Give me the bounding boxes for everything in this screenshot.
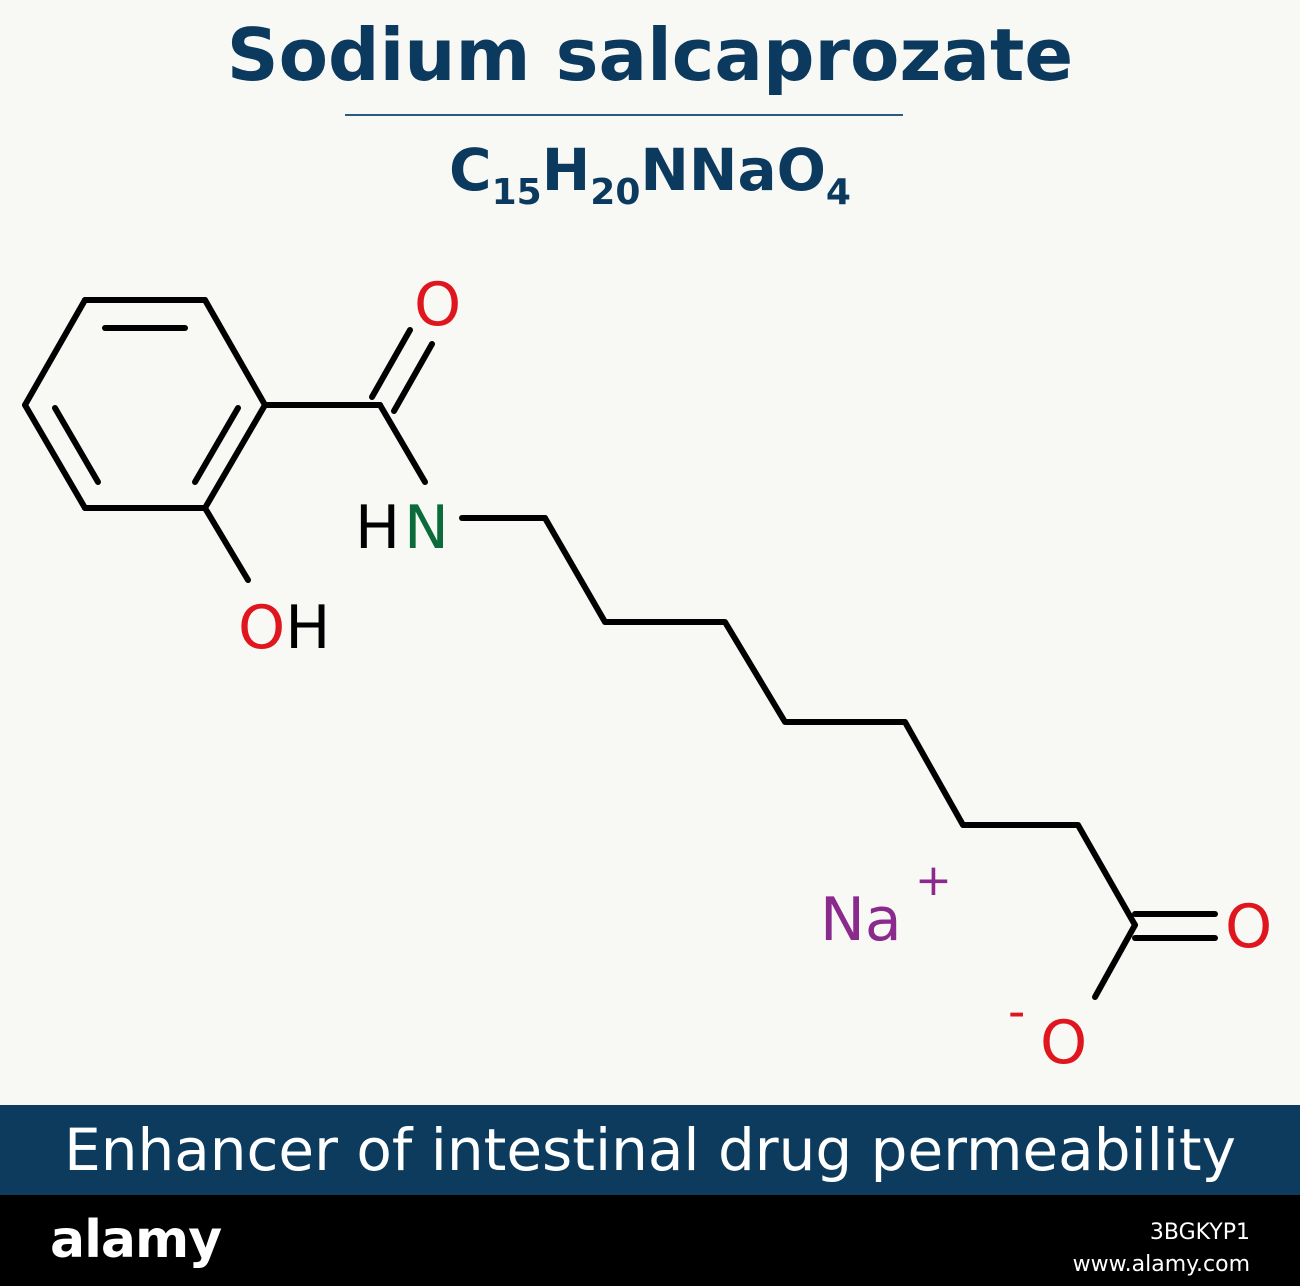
sodium-charge: + — [915, 855, 952, 906]
atom-hydroxyl-oxygen: O — [238, 593, 285, 663]
atom-hydroxyl-label: OH — [238, 593, 330, 663]
image-id: 3BGKYP1 — [1149, 1220, 1250, 1245]
caption-bar — [0, 1105, 1300, 1195]
atom-amide-nitrogen: N — [404, 493, 449, 563]
formula-o-count: 4 — [825, 172, 851, 213]
bond-carbonyl-double-a — [369, 327, 413, 400]
bond-alkyl-chain — [542, 515, 1138, 928]
formula-c-count: 15 — [491, 172, 542, 213]
bond-carbonyl-n — [377, 402, 428, 485]
bond-ring-double-3 — [52, 405, 101, 485]
structure-diagram: O H N OH Na + O - O — [22, 270, 1272, 1078]
atom-sodium: Na — [820, 885, 902, 955]
bond-carboxylate-o — [1092, 922, 1138, 1000]
caption: Enhancer of intestinal drug permeability — [64, 1116, 1236, 1184]
formula-c: C — [449, 136, 492, 204]
bond-ring-double-2 — [192, 405, 241, 485]
bond-ring-6 — [22, 297, 88, 408]
molecular-formula: C15H20NNaO4 — [0, 130, 1300, 213]
bond-ring-5 — [22, 402, 88, 511]
atom-amide-hydrogen: H — [355, 493, 400, 563]
bond-carbonyl-double-b — [391, 341, 435, 414]
formula-nnao: NNaO — [640, 136, 826, 204]
bond-ring-3 — [202, 402, 268, 511]
atom-carboxylate-oxygen: O — [1040, 1008, 1087, 1078]
atom-carboxyl-oxygen: O — [1225, 892, 1272, 962]
footer-bar — [0, 1195, 1300, 1286]
site-url: www.alamy.com — [1072, 1252, 1250, 1277]
carboxylate-charge: - — [1008, 984, 1025, 1040]
formula-h-count: 20 — [590, 172, 641, 213]
formula-h: H — [541, 136, 591, 204]
title-divider — [345, 114, 903, 116]
bond-ring-oh — [202, 505, 251, 583]
brand-logo: alamy — [50, 1210, 222, 1270]
atom-carbonyl-oxygen: O — [414, 270, 461, 340]
page-title: Sodium salcaprozate — [226, 13, 1074, 97]
bond-ring-2 — [202, 297, 268, 408]
atom-hydroxyl-hydrogen: H — [285, 593, 330, 663]
